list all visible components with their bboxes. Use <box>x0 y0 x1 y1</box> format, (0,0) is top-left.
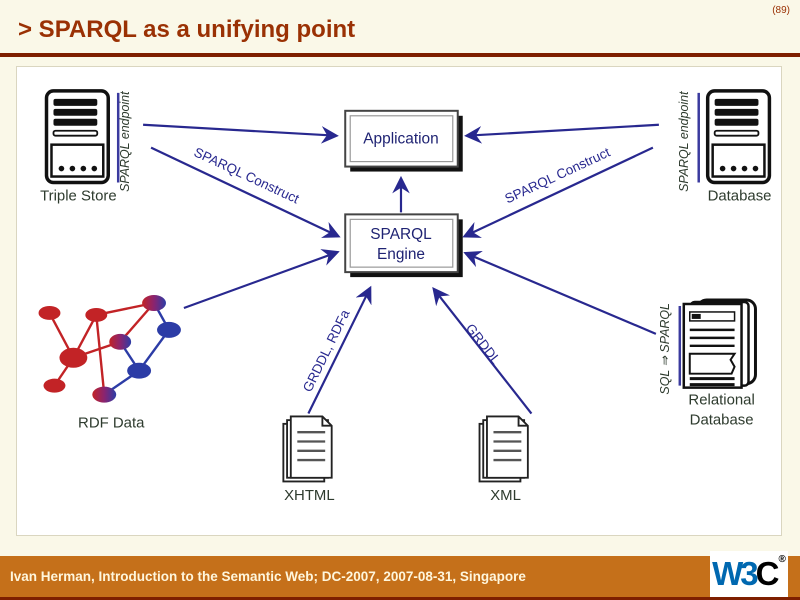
xml-label: XML <box>490 487 521 504</box>
footer-bar: Ivan Herman, Introduction to the Semanti… <box>0 556 800 597</box>
arrow-xhtml-to-engine: GRDDL, RDFa <box>300 285 372 415</box>
xhtml-label: XHTML <box>284 487 335 504</box>
rdf-data-label: RDF Data <box>78 414 145 431</box>
arrow-triplestore-to-application <box>143 123 339 144</box>
sparql-engine-label-line2: Engine <box>377 246 425 263</box>
arrow-database-to-application <box>464 123 659 144</box>
relational-database-icon: SQL ⇒ SPARQL Relational Database <box>658 298 757 428</box>
w3c-logo-w3: W3 <box>712 555 758 592</box>
sparql-endpoint-label-right: SPARQL endpoint <box>677 91 691 192</box>
triple-store-icon: SPARQL endpoint Triple Store <box>40 89 132 204</box>
arrow-triplestore-to-engine: SPARQL Construct <box>150 144 341 238</box>
bottom-separator <box>0 597 800 600</box>
w3c-logo-c: C <box>755 555 780 592</box>
sql-sparql-label: SQL ⇒ SPARQL <box>658 303 672 395</box>
application-box: Application <box>344 109 463 172</box>
footer-text: Ivan Herman, Introduction to the Semanti… <box>10 569 526 584</box>
sparql-engine-label-line1: SPARQL <box>370 226 432 243</box>
xml-doc-icon: XML <box>478 415 530 504</box>
rdf-data-graph: RDF Data <box>38 295 181 431</box>
application-label: Application <box>363 131 438 148</box>
database-icon: SPARQL endpoint Database <box>677 89 772 204</box>
title-separator <box>0 53 800 57</box>
relational-database-label-line1: Relational <box>688 392 754 409</box>
diagram-svg: SPARQL Construct SPARQL Construct GRDDL,… <box>38 89 772 504</box>
grddl-rdfa-label: GRDDL, RDFa <box>300 307 353 395</box>
arrow-relationaldb-to-engine <box>463 250 657 335</box>
arrow-database-to-engine: SPARQL Construct <box>462 144 654 238</box>
w3c-logo-registered: ® <box>778 554 786 565</box>
page-number: (89) <box>772 5 790 16</box>
sparql-endpoint-label-left: SPARQL endpoint <box>118 91 132 192</box>
database-label: Database <box>708 187 772 204</box>
page-title: > SPARQL as a unifying point <box>18 16 356 43</box>
xhtml-doc-icon: XHTML <box>282 415 335 504</box>
arrow-rdfdata-to-engine <box>183 249 340 309</box>
arrow-xml-to-engine: GRDDL <box>432 286 533 415</box>
diagram-panel: SPARQL Construct SPARQL Construct GRDDL,… <box>16 66 782 536</box>
sparql-engine-box: SPARQL Engine <box>344 213 463 278</box>
triple-store-label: Triple Store <box>40 187 117 204</box>
relational-database-label-line2: Database <box>690 411 754 428</box>
grddl-label: GRDDL <box>463 321 504 368</box>
